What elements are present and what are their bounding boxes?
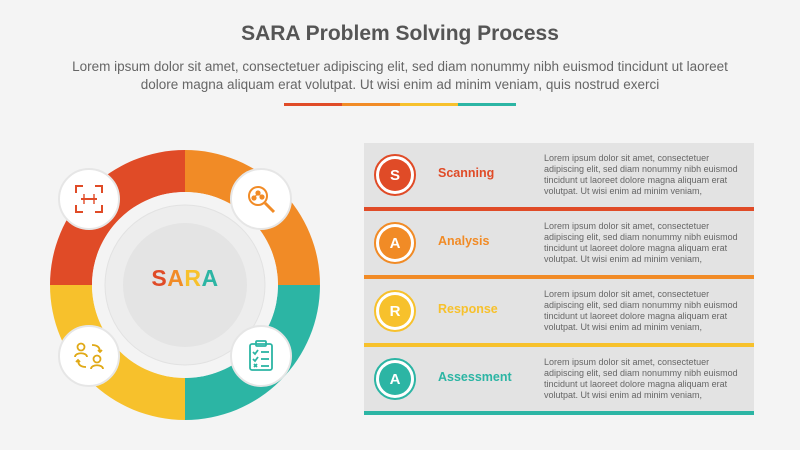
step-row-assessment: A Assessment Lorem ipsum dolor sit amet,… [364, 347, 754, 415]
step-letter: A [379, 227, 411, 259]
center-letter: R [184, 265, 202, 291]
step-badge: S [374, 154, 416, 196]
step-row-scanning: S Scanning Lorem ipsum dolor sit amet, c… [364, 143, 754, 211]
step-label: Assessment [438, 370, 512, 384]
scan-frame-icon [75, 185, 103, 213]
page-title: SARA Problem Solving Process [241, 22, 559, 45]
step-description: Lorem ipsum dolor sit amet, consectetuer… [544, 357, 738, 400]
step-letter: R [379, 295, 411, 327]
step-label: Scanning [438, 166, 495, 180]
center-disc [123, 223, 247, 347]
page-subtitle: Lorem ipsum dolor sit amet, consectetuer… [72, 59, 728, 92]
icon-node-scanning [58, 168, 120, 230]
center-acronym: SARA [135, 265, 235, 292]
step-description: Lorem ipsum dolor sit amet, consectetuer… [544, 221, 738, 264]
title-divider-segment [458, 103, 516, 106]
center-letter: A [201, 265, 219, 291]
step-underline [364, 207, 754, 211]
step-badge: A [374, 358, 416, 400]
center-letter: S [151, 265, 168, 291]
title-divider [284, 103, 516, 106]
title-divider-segment [400, 103, 458, 106]
step-underline [364, 275, 754, 279]
step-letter: A [379, 363, 411, 395]
icon-node-analysis [230, 168, 292, 230]
ring-segment-scanning [50, 150, 185, 285]
step-badge: A [374, 222, 416, 264]
magnifier-analysis-icon [248, 186, 276, 214]
checklist-clipboard-icon [249, 340, 273, 371]
title-divider-segment [342, 103, 400, 106]
step-letter: S [379, 159, 411, 191]
icon-node-response [58, 325, 120, 387]
step-row-response: R Response Lorem ipsum dolor sit amet, c… [364, 279, 754, 347]
step-label: Analysis [438, 234, 490, 248]
step-row-analysis: A Analysis Lorem ipsum dolor sit amet, c… [364, 211, 754, 279]
step-underline [364, 411, 754, 415]
title-divider-segment [284, 103, 342, 106]
center-letter: A [167, 265, 185, 291]
step-description: Lorem ipsum dolor sit amet, consectetuer… [544, 289, 738, 332]
step-badge: R [374, 290, 416, 332]
people-exchange-icon [74, 342, 104, 370]
step-description: Lorem ipsum dolor sit amet, consectetuer… [544, 153, 738, 196]
icon-node-assessment [230, 325, 292, 387]
step-underline [364, 343, 754, 347]
step-label: Response [438, 302, 498, 316]
sara-cycle-diagram: SARA [40, 140, 330, 430]
